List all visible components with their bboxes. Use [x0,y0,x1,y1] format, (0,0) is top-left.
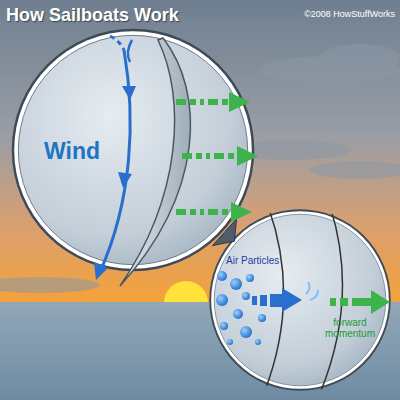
air-particles-label: Air Particles [226,255,306,266]
magnified-sail-circle: Wind [10,27,256,273]
air-particle-circle: Air Particles forward momentum [208,208,392,392]
wind-label: Wind [44,139,124,164]
copyright-note: ©2008 HowStuffWorks [304,9,395,19]
callout-pointer [212,219,236,246]
circle-outline [208,208,392,392]
diagram-title: How Sailboats Work [6,5,179,26]
momentum-label: forward momentum [318,317,382,339]
